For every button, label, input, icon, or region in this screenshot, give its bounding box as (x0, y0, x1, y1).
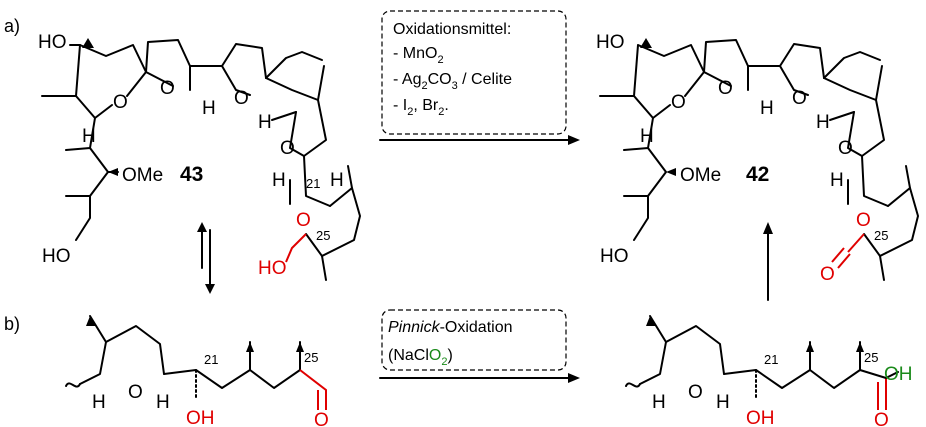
atom-ome-r: OMe (680, 165, 721, 186)
reagent-ag2co3: - Ag2CO3 / Celite (393, 71, 512, 92)
atom-o-pyran: O (113, 92, 128, 113)
atom-h-5: H (330, 170, 344, 191)
locant-21-b1: 21 (204, 352, 218, 367)
atom-o-b2: O (688, 382, 703, 403)
atom-o-lactol: O (296, 210, 311, 231)
atom-h-2-r: H (640, 126, 654, 147)
reagent-halogens: - I2, Br2. (393, 97, 449, 118)
atom-h-b4: H (716, 392, 730, 413)
locant-25-right: 25 (874, 228, 888, 243)
reagent-naclo2: (NaClO2) (388, 347, 453, 368)
compound-43-label: 43 (180, 163, 203, 186)
atom-oh-acid: OH (884, 364, 913, 385)
panel-label-a: a) (4, 16, 20, 36)
atom-h-b2: H (156, 392, 170, 413)
atom-oh-b1: OH (186, 408, 215, 427)
atom-o-thf1-r: O (718, 78, 733, 99)
locant-25-b1: 25 (304, 350, 318, 365)
atom-h-b1: H (92, 392, 106, 413)
atom-o-thf3: O (280, 138, 295, 159)
atom-ome: OMe (122, 165, 163, 186)
reagent-box-bottom (381, 309, 567, 371)
compound-42-label: 42 (746, 163, 769, 186)
reagent-title: Oxidationsmittel: (393, 21, 511, 38)
atom-ho-top: HO (38, 32, 67, 53)
atom-ho-bottom-r: HO (600, 246, 629, 267)
atom-o-thf3-r: O (838, 138, 853, 159)
arrow-top-right (379, 135, 580, 145)
locant-21-b2: 21 (764, 352, 778, 367)
atom-h-b3: H (652, 392, 666, 413)
atom-h-3: H (258, 112, 272, 133)
atom-o-lactone: O (856, 210, 871, 231)
atom-h-1-r: H (760, 98, 774, 119)
fragment-acid: H O H 21 25 OH OH O (625, 315, 913, 427)
atom-o-thf1: O (160, 78, 175, 99)
reagent-mno2: - MnO2 (393, 45, 444, 66)
atom-o-pyran-r: O (671, 92, 686, 113)
atom-h-2: H (82, 126, 96, 147)
locant-25-left: 25 (316, 228, 330, 243)
atom-o-thf2-r: O (792, 88, 807, 109)
equilibrium-arrows (197, 222, 215, 294)
atom-oh-b2: OH (746, 408, 775, 427)
locant-21-left: 21 (306, 176, 320, 191)
atom-o-aldehyde: O (314, 410, 329, 427)
arrow-bottom-right (379, 373, 580, 383)
atom-o-carbonyl-acid: O (874, 410, 889, 427)
atom-h-1: H (202, 98, 216, 119)
atom-o-b1: O (128, 382, 143, 403)
fragment-aldehyde: H O H 21 25 OH O (65, 315, 329, 427)
molecule-43: HO O O H H O H O OMe 43 H H 21 O 25 HO H… (38, 32, 361, 281)
atom-h-4: H (272, 170, 286, 191)
atom-ho-bottom: HO (42, 246, 71, 267)
atom-o-carbonyl: O (820, 264, 835, 285)
atom-ho-top-r: HO (596, 32, 625, 53)
panel-label-b: b) (4, 314, 20, 334)
atom-h-3-r: H (816, 112, 830, 133)
atom-h-4-r: H (830, 170, 844, 191)
atom-ho-lactol: HO (258, 258, 287, 279)
reagent-pinnick: Pinnick-Oxidation (388, 319, 513, 336)
locant-25-b2: 25 (864, 350, 878, 365)
arrow-up-right (763, 222, 773, 301)
molecule-42: HO O O H H O H O OMe 42 H O 25 O HO (596, 32, 919, 285)
reagent-box-top (381, 10, 567, 135)
atom-o-thf2: O (234, 88, 249, 109)
